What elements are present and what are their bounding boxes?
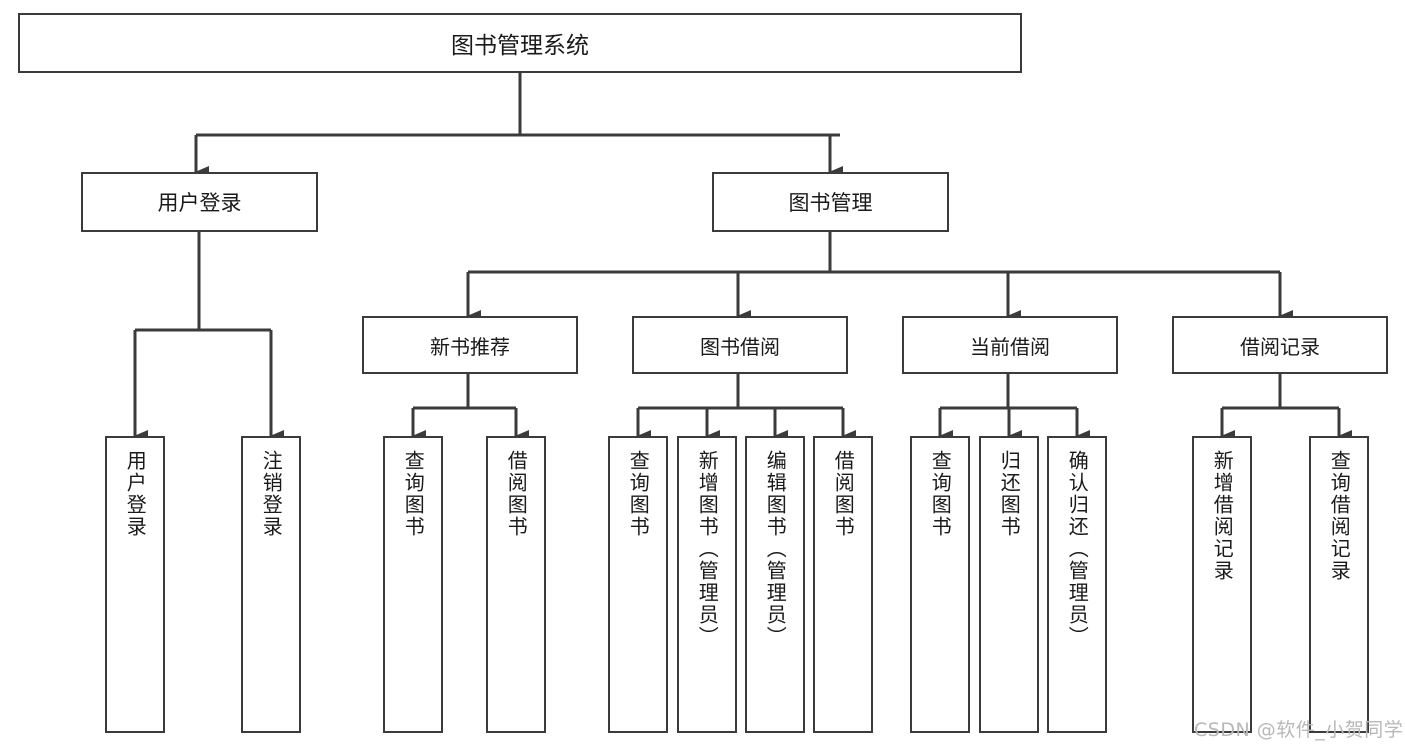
node-book-manage[interactable]: 图书管理 (712, 172, 949, 232)
node-leaf-add-book-label: 新增图书（管理员） (695, 450, 720, 648)
node-user-login-label: 用户登录 (157, 191, 242, 215)
node-leaf-return-book[interactable]: 归还图书 (979, 436, 1039, 733)
node-root-label: 图书管理系统 (451, 33, 589, 59)
node-leaf-add-book[interactable]: 新增图书（管理员） (677, 436, 737, 733)
node-leaf-query-book-3-label: 查询图书 (928, 450, 953, 538)
watermark-text: CSDN @软件_小贺同学 (1194, 719, 1404, 741)
node-leaf-query-book-1[interactable]: 查询图书 (383, 436, 443, 733)
node-leaf-borrow-book-1[interactable]: 借阅图书 (486, 436, 546, 733)
node-leaf-user-login-label: 用户登录 (123, 450, 148, 538)
node-leaf-confirm-return-label: 确认归还（管理员） (1065, 450, 1090, 648)
node-leaf-borrow-book-2-label: 借阅图书 (831, 450, 856, 538)
node-leaf-query-book-2-label: 查询图书 (626, 450, 651, 538)
node-book-manage-label: 图书管理 (788, 191, 873, 215)
node-root-system[interactable]: 图书管理系统 (18, 13, 1022, 73)
node-leaf-borrow-book-1-label: 借阅图书 (504, 450, 529, 538)
node-leaf-query-book-3[interactable]: 查询图书 (910, 436, 970, 733)
node-user-login[interactable]: 用户登录 (81, 172, 318, 232)
node-leaf-borrow-book-2[interactable]: 借阅图书 (813, 436, 873, 733)
node-leaf-user-login[interactable]: 用户登录 (105, 436, 165, 733)
node-current-borrow[interactable]: 当前借阅 (902, 316, 1118, 374)
node-new-book-recommend-label: 新书推荐 (430, 334, 510, 359)
node-leaf-add-record-label: 新增借阅记录 (1210, 450, 1235, 582)
node-book-borrow-label: 图书借阅 (700, 334, 780, 359)
node-borrow-record-label: 借阅记录 (1240, 334, 1320, 359)
node-leaf-edit-book[interactable]: 编辑图书（管理员） (745, 436, 805, 733)
node-borrow-record[interactable]: 借阅记录 (1172, 316, 1388, 374)
node-leaf-query-book-1-label: 查询图书 (401, 450, 426, 538)
node-leaf-query-record[interactable]: 查询借阅记录 (1309, 436, 1369, 733)
node-leaf-edit-book-label: 编辑图书（管理员） (763, 450, 788, 648)
node-leaf-confirm-return[interactable]: 确认归还（管理员） (1047, 436, 1107, 733)
node-leaf-add-record[interactable]: 新增借阅记录 (1192, 436, 1252, 733)
node-leaf-logout-label: 注销登录 (259, 450, 284, 538)
node-leaf-query-record-label: 查询借阅记录 (1327, 450, 1352, 582)
node-leaf-return-book-label: 归还图书 (997, 450, 1022, 538)
node-leaf-query-book-2[interactable]: 查询图书 (608, 436, 668, 733)
node-leaf-logout[interactable]: 注销登录 (241, 436, 301, 733)
node-book-borrow[interactable]: 图书借阅 (632, 316, 848, 374)
node-current-borrow-label: 当前借阅 (970, 334, 1050, 359)
node-new-book-recommend[interactable]: 新书推荐 (362, 316, 578, 374)
